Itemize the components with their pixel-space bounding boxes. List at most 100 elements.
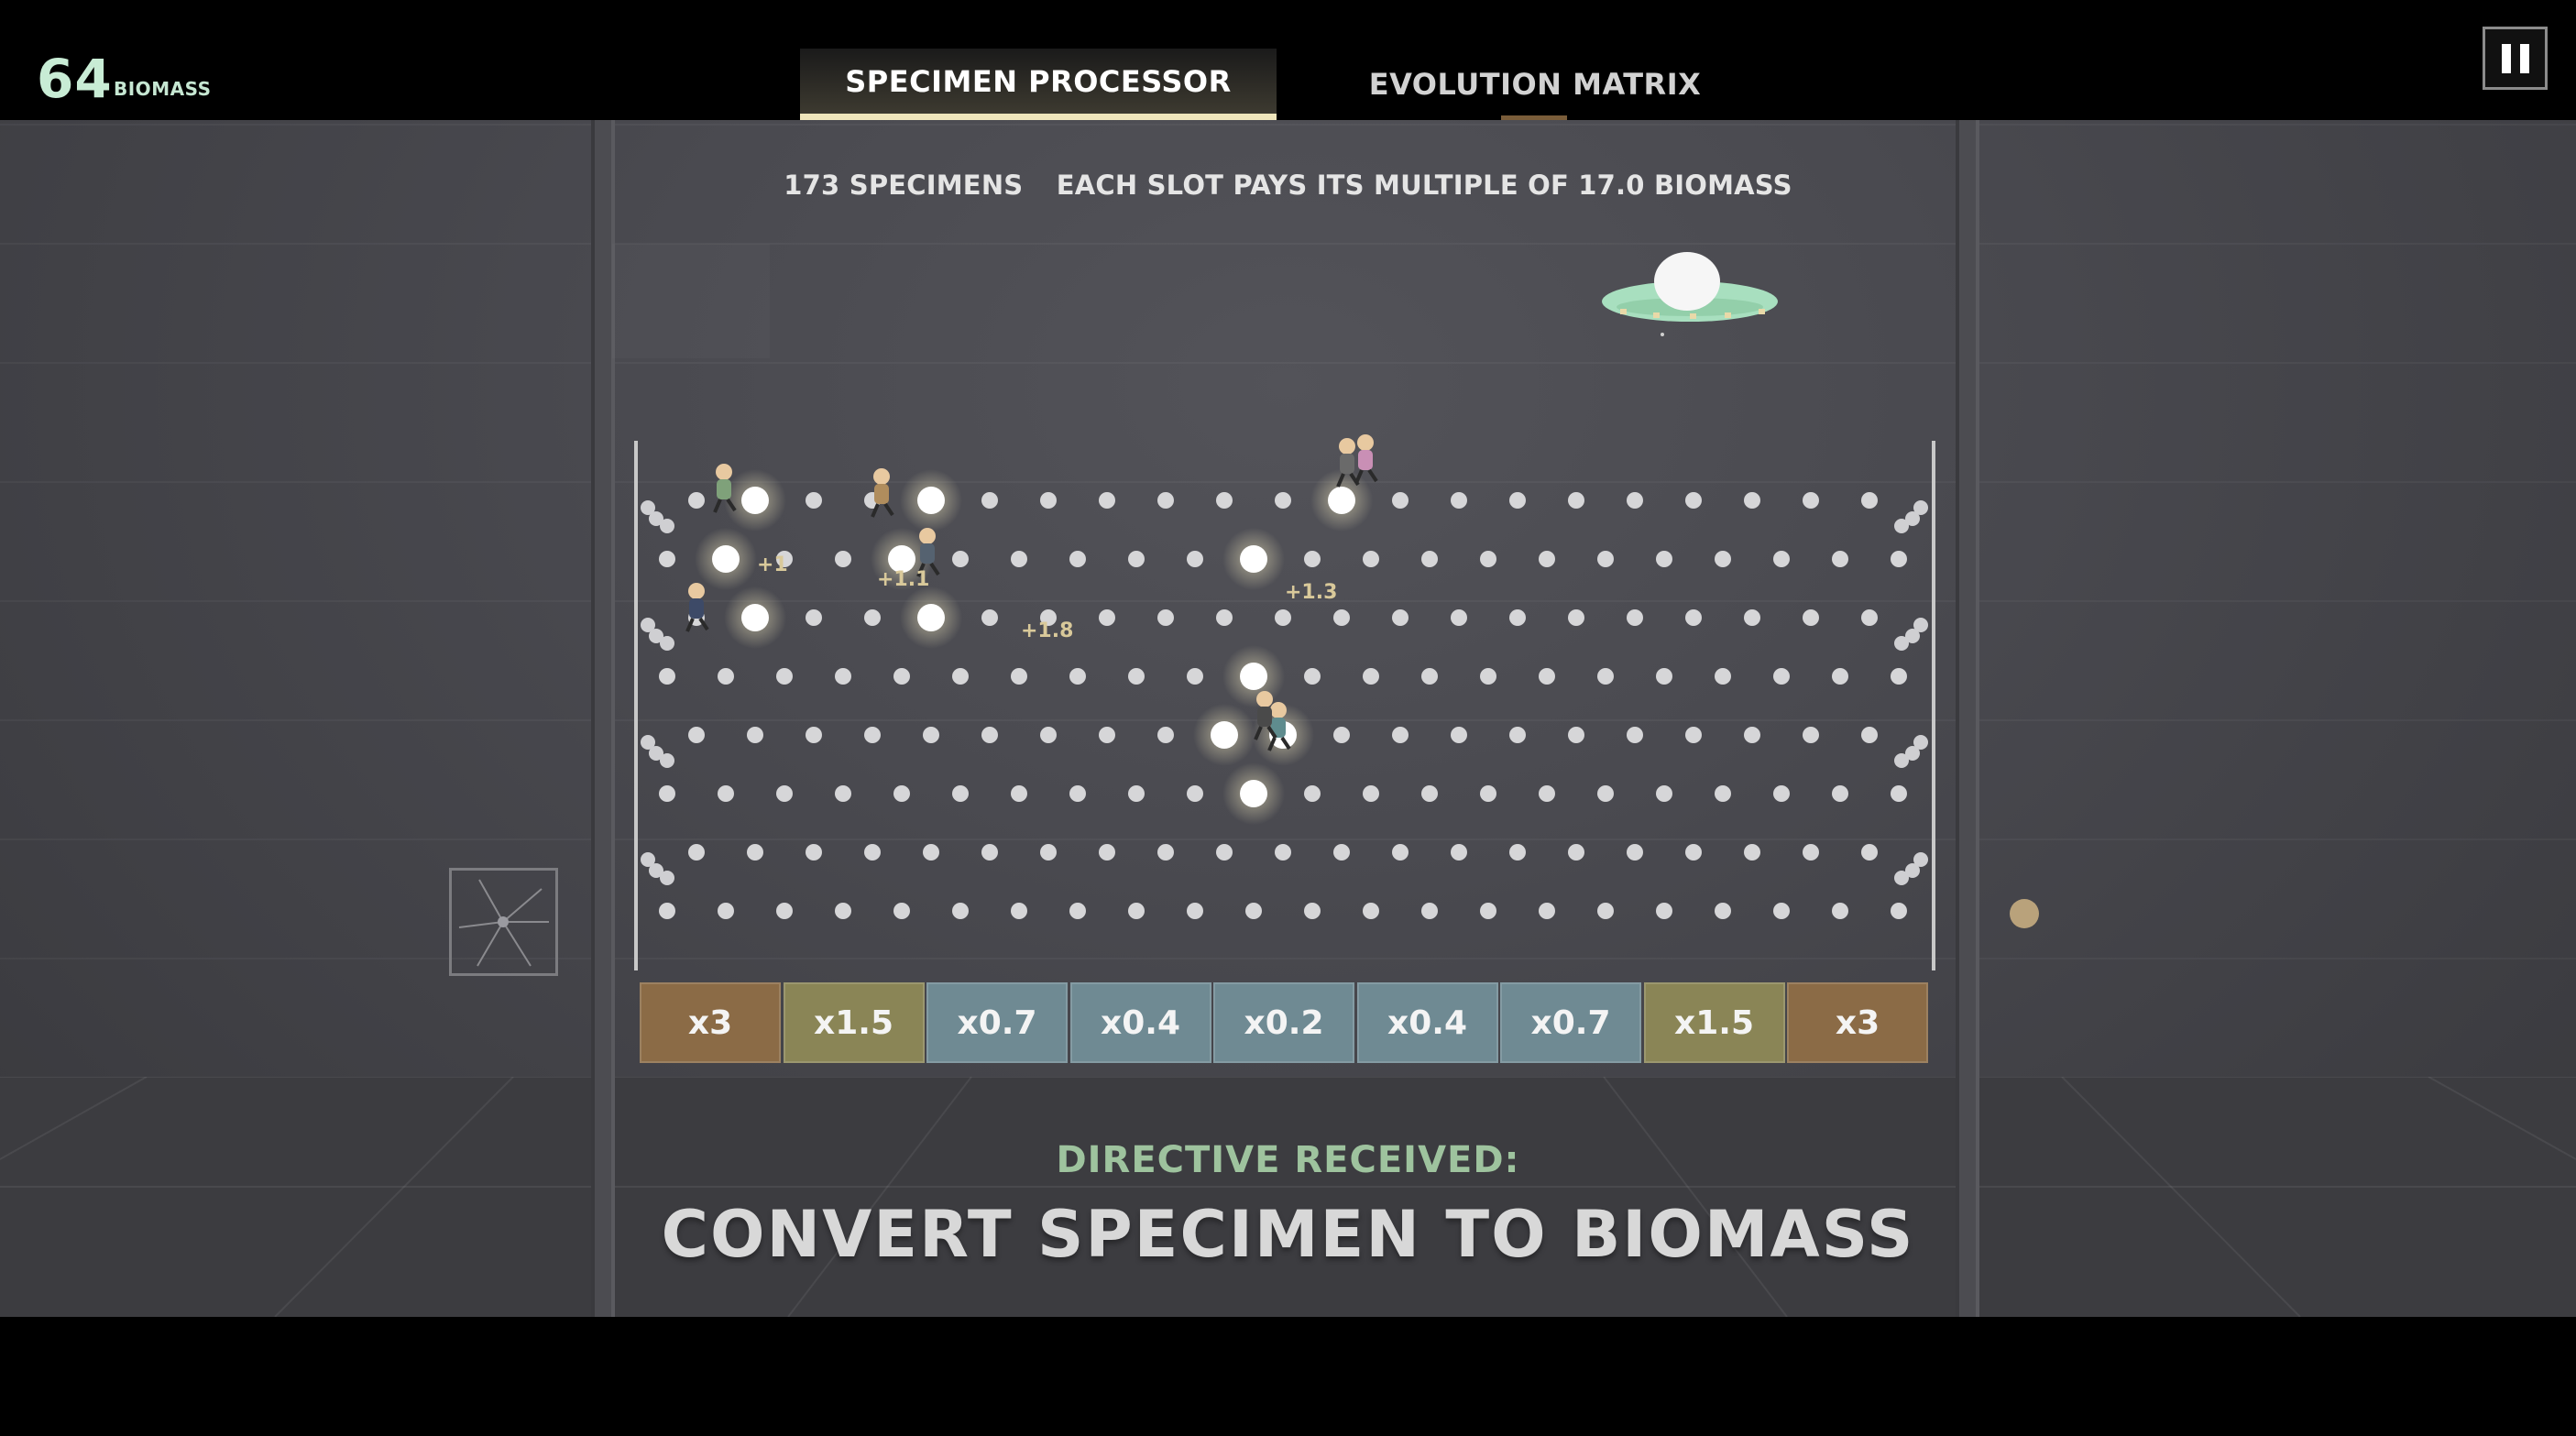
peg xyxy=(1744,609,1760,626)
peg xyxy=(1656,903,1672,919)
peg xyxy=(1157,844,1174,861)
peg xyxy=(1187,668,1203,685)
pause-button[interactable] xyxy=(2483,27,2548,90)
peg xyxy=(1861,727,1878,743)
peg xyxy=(1597,551,1614,567)
peg xyxy=(1803,844,1819,861)
bumper-peg xyxy=(1913,500,1928,515)
peg xyxy=(864,609,881,626)
specimen-icon xyxy=(685,583,709,632)
orb-icon xyxy=(2010,899,2039,928)
peg xyxy=(1040,609,1057,626)
peg xyxy=(1392,844,1409,861)
peg xyxy=(1891,903,1907,919)
peg xyxy=(835,668,851,685)
bumper-peg xyxy=(641,500,655,515)
tab-indicator xyxy=(1501,115,1567,120)
peg xyxy=(1861,844,1878,861)
peg xyxy=(1240,545,1267,573)
specimen-icon xyxy=(1267,702,1291,751)
peg xyxy=(1861,609,1878,626)
peg xyxy=(1715,551,1731,567)
peg xyxy=(1509,492,1526,509)
peg xyxy=(1656,668,1672,685)
peg xyxy=(1744,727,1760,743)
peg xyxy=(952,903,969,919)
peg xyxy=(1304,785,1321,802)
bumper-peg xyxy=(1894,871,1909,885)
peg xyxy=(1509,844,1526,861)
peg xyxy=(1451,609,1467,626)
specimen-count: 173 SPECIMENS xyxy=(784,170,1024,201)
peg xyxy=(1011,785,1027,802)
peg xyxy=(1040,492,1057,509)
peg xyxy=(1685,609,1702,626)
rail-right xyxy=(1956,120,1979,1317)
peg xyxy=(1275,844,1291,861)
peg xyxy=(1891,668,1907,685)
peg xyxy=(864,727,881,743)
peg xyxy=(835,785,851,802)
bumper-peg xyxy=(1905,511,1920,526)
slot-x1-5: x1.5 xyxy=(783,982,925,1063)
ufo-icon[interactable] xyxy=(1598,248,1781,340)
peg xyxy=(1715,785,1731,802)
peg xyxy=(1656,785,1672,802)
peg xyxy=(1715,903,1731,919)
peg xyxy=(1040,727,1057,743)
peg xyxy=(712,545,740,573)
peg xyxy=(1715,668,1731,685)
peg xyxy=(1421,785,1438,802)
gain-label: +1 xyxy=(757,554,788,576)
peg xyxy=(981,492,998,509)
specimen-icon xyxy=(1254,691,1277,740)
peg xyxy=(688,492,705,509)
peg xyxy=(1333,844,1350,861)
peg xyxy=(1480,668,1496,685)
payout-info: EACH SLOT PAYS ITS MULTIPLE OF 17.0 BIOM… xyxy=(1056,170,1792,201)
peg xyxy=(747,727,763,743)
peg xyxy=(1627,492,1643,509)
peg xyxy=(659,668,675,685)
peg xyxy=(1333,609,1350,626)
peg-board: +1+1.1+1.8+1.3 xyxy=(634,434,1935,970)
peg xyxy=(1392,492,1409,509)
pause-icon xyxy=(2501,43,2511,73)
peg xyxy=(1275,492,1291,509)
peg xyxy=(835,903,851,919)
board-info: 173 SPECIMENS EACH SLOT PAYS ITS MULTIPL… xyxy=(0,170,2576,201)
peg xyxy=(1773,785,1790,802)
peg xyxy=(688,727,705,743)
peg xyxy=(1157,609,1174,626)
directive-title: DIRECTIVE RECEIVED: xyxy=(1056,1139,1520,1181)
bumper-peg xyxy=(649,511,663,526)
peg xyxy=(1509,609,1526,626)
peg xyxy=(1069,551,1086,567)
peg xyxy=(659,903,675,919)
peg xyxy=(776,668,793,685)
tab-specimen-processor[interactable]: SPECIMEN PROCESSOR xyxy=(800,49,1277,120)
floor-perspective-lines xyxy=(0,1077,2576,1317)
peg xyxy=(1157,727,1174,743)
peg xyxy=(1011,668,1027,685)
peg xyxy=(1363,668,1379,685)
bumper-peg xyxy=(649,863,663,878)
peg xyxy=(1832,903,1848,919)
bumper-peg xyxy=(660,753,674,768)
peg xyxy=(1304,668,1321,685)
peg xyxy=(1245,903,1262,919)
peg xyxy=(981,609,998,626)
tab-evolution-matrix[interactable]: EVOLUTION MATRIX xyxy=(1368,67,1702,102)
peg xyxy=(1597,668,1614,685)
peg xyxy=(1069,668,1086,685)
peg xyxy=(1451,492,1467,509)
peg xyxy=(741,487,769,514)
peg xyxy=(864,844,881,861)
peg xyxy=(1773,551,1790,567)
peg xyxy=(1509,727,1526,743)
bumper-peg xyxy=(660,519,674,533)
peg xyxy=(1099,492,1115,509)
bottom-bar xyxy=(0,1317,2576,1436)
bumper-peg xyxy=(649,746,663,761)
